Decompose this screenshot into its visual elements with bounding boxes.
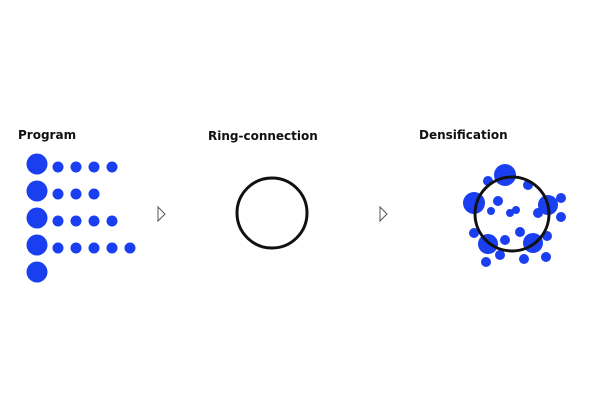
program-small-dot [88, 161, 100, 173]
densification-dot [556, 212, 566, 222]
triangle-arrow-right-icon-2 [379, 205, 388, 223]
program-small-dot [70, 215, 82, 227]
triangle-arrow-right-icon [157, 205, 166, 223]
program-title: Program [18, 128, 76, 142]
program-large-dot [26, 180, 48, 202]
densification-dot [469, 228, 479, 238]
densification-dot [512, 206, 520, 214]
program-small-dot [52, 242, 64, 254]
program-small-dot [52, 161, 64, 173]
program-small-dot [70, 242, 82, 254]
program-small-dot [88, 215, 100, 227]
densification-dot [541, 252, 551, 262]
program-large-dot [26, 207, 48, 229]
program-small-dot [106, 242, 118, 254]
program-small-dot [88, 242, 100, 254]
program-small-dot [124, 242, 136, 254]
densification-dot [494, 164, 516, 186]
densification-dot [495, 250, 505, 260]
ring-circle [235, 176, 309, 250]
program-small-dot [52, 188, 64, 200]
densification-dot [493, 196, 503, 206]
program-large-dot [26, 153, 48, 175]
densification-dot [556, 193, 566, 203]
densification-dot [506, 209, 514, 217]
program-small-dot [52, 215, 64, 227]
densification-dot [515, 227, 525, 237]
densification-dot [481, 257, 491, 267]
densification-ring [473, 175, 551, 253]
densification-dot [533, 208, 543, 218]
ring-connection-title: Ring-connection [208, 129, 318, 143]
densification-title: Densification [419, 128, 508, 142]
densification-dot [519, 254, 529, 264]
program-large-dot [26, 234, 48, 256]
program-large-dot [26, 261, 48, 283]
program-small-dot [88, 188, 100, 200]
program-dot-grid [26, 153, 136, 283]
densification-dot [487, 207, 495, 215]
program-small-dot [106, 161, 118, 173]
program-small-dot [70, 161, 82, 173]
densification-dot [500, 235, 510, 245]
program-small-dot [70, 188, 82, 200]
program-small-dot [106, 215, 118, 227]
